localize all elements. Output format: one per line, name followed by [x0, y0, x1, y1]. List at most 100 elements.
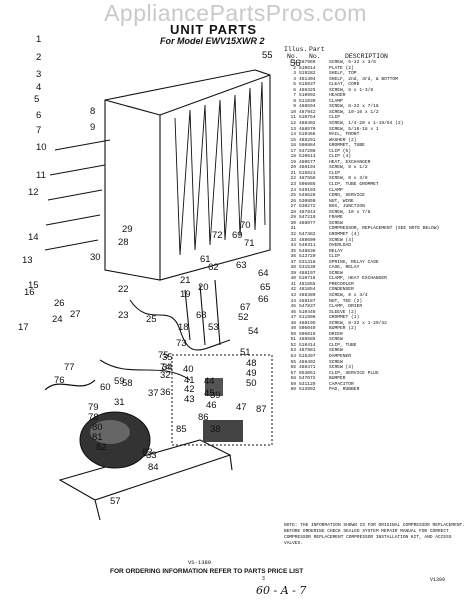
part-number: 513720 [299, 254, 316, 260]
callout-7: 7 [36, 125, 41, 136]
part-description: GROMMET (4) [329, 231, 360, 237]
part-description: SCREW, 8 x 3/8 [329, 176, 368, 182]
callout-47: 47 [236, 402, 247, 413]
callout-45: 45 [204, 388, 215, 399]
illus-number: 23 [290, 182, 296, 188]
part-description: BUMPER (2) [329, 326, 357, 332]
callout-32: 32 [160, 370, 171, 381]
callout-27: 27 [70, 309, 81, 320]
header-part-no: No. [309, 53, 321, 60]
part-description: BUMPER [329, 376, 346, 382]
part-description: SHELF, 2nd, 3rd, & BOTTOM [329, 76, 398, 82]
part-description: SCREW, 6-32 x 3/8 [329, 60, 376, 65]
callout-19: 19 [180, 289, 191, 300]
callout-63: 63 [236, 260, 247, 271]
part-number: 488077 [299, 220, 316, 226]
callout-22: 22 [118, 284, 129, 295]
part-number: 487556 [299, 176, 316, 182]
callout-80: 80 [92, 422, 103, 433]
callout-34: 34 [162, 362, 173, 373]
service-cord [44, 379, 96, 391]
header-description: DESCRIPTION [345, 53, 388, 60]
callout-60: 60 [100, 382, 111, 393]
part-description: PAD, RUBBER [329, 387, 360, 393]
part-number: 488195 [299, 320, 316, 326]
part-description: SCREW, 8 x 1/2 [329, 165, 368, 171]
part-number: 487942 [299, 109, 316, 115]
part-description: SCREW (3) [329, 365, 354, 371]
ordering-info: FOR ORDERING INFORMATION REFER TO PARTS … [110, 568, 304, 575]
part-description: PRECOOLER [329, 281, 354, 287]
part-description: CLIP (4) [329, 154, 352, 160]
part-description: SCREW, 8 x 3/4 [329, 292, 368, 298]
illus-number: 8 [293, 98, 296, 104]
part-number: 488402 [299, 359, 316, 365]
callout-12: 12 [28, 187, 39, 198]
callout-9: 9 [90, 122, 95, 133]
callout-73: 73 [176, 338, 187, 349]
illus-number: 6 [293, 87, 296, 93]
callout-31: 31 [114, 397, 125, 408]
part-description: NUT, TEE (2) [329, 298, 363, 304]
part-number: 488402 [299, 121, 316, 127]
callout-40: 40 [183, 364, 194, 375]
part-description: HEAT, EXCHANGER [329, 159, 371, 165]
callout-29: 29 [122, 224, 133, 235]
part-number: 548526 [299, 193, 316, 199]
illus-number: 60 [290, 387, 296, 393]
part-number: 505019 [299, 331, 316, 337]
illus-number: 14 [290, 132, 296, 138]
part-number: 488197 [299, 270, 316, 276]
callout-51: 51 [240, 347, 251, 358]
illus-number: 27 [290, 204, 296, 210]
illus-number: 43 [290, 292, 296, 298]
callout-66: 66 [258, 294, 269, 305]
part-number: 549193 [299, 187, 316, 193]
part-description: SCREW, 10-16 x 1/2 [329, 109, 379, 115]
part-number: 488594 [299, 104, 316, 110]
illus-number: 21 [290, 170, 296, 176]
part-description: CLIP, TUBE [329, 342, 357, 348]
part-description: CAPACITOR [329, 381, 354, 387]
callout-6: 6 [36, 110, 41, 121]
callout-2: 2 [36, 52, 41, 63]
callout-86: 86 [198, 412, 209, 423]
callout-64: 64 [258, 268, 269, 279]
compressor [79, 411, 151, 469]
watermark-text: AppliancePartsPros.com [104, 0, 367, 26]
callout-85: 85 [176, 424, 187, 435]
illus-number: 44 [290, 298, 296, 304]
part-number: 488600 [299, 237, 316, 243]
part-number: 548836 [299, 248, 316, 254]
callout-61: 61 [200, 254, 211, 265]
illus-number: 18 [290, 154, 296, 160]
part-description: SCREW (4) [329, 237, 354, 243]
illus-number: 59 [290, 381, 296, 387]
part-number: 487981 [299, 348, 316, 354]
callout-55: 55 [262, 50, 273, 61]
illus-number: 34 [290, 243, 296, 249]
part-description: PLATE (2) [329, 65, 354, 71]
illus-number: 41 [290, 281, 296, 287]
part-description: CASE, RELAY [329, 265, 360, 271]
illus-number: 13 [290, 126, 296, 132]
callout-36: 36 [160, 387, 171, 398]
callout-76: 76 [54, 375, 65, 386]
illus-number: 56 [290, 365, 296, 371]
